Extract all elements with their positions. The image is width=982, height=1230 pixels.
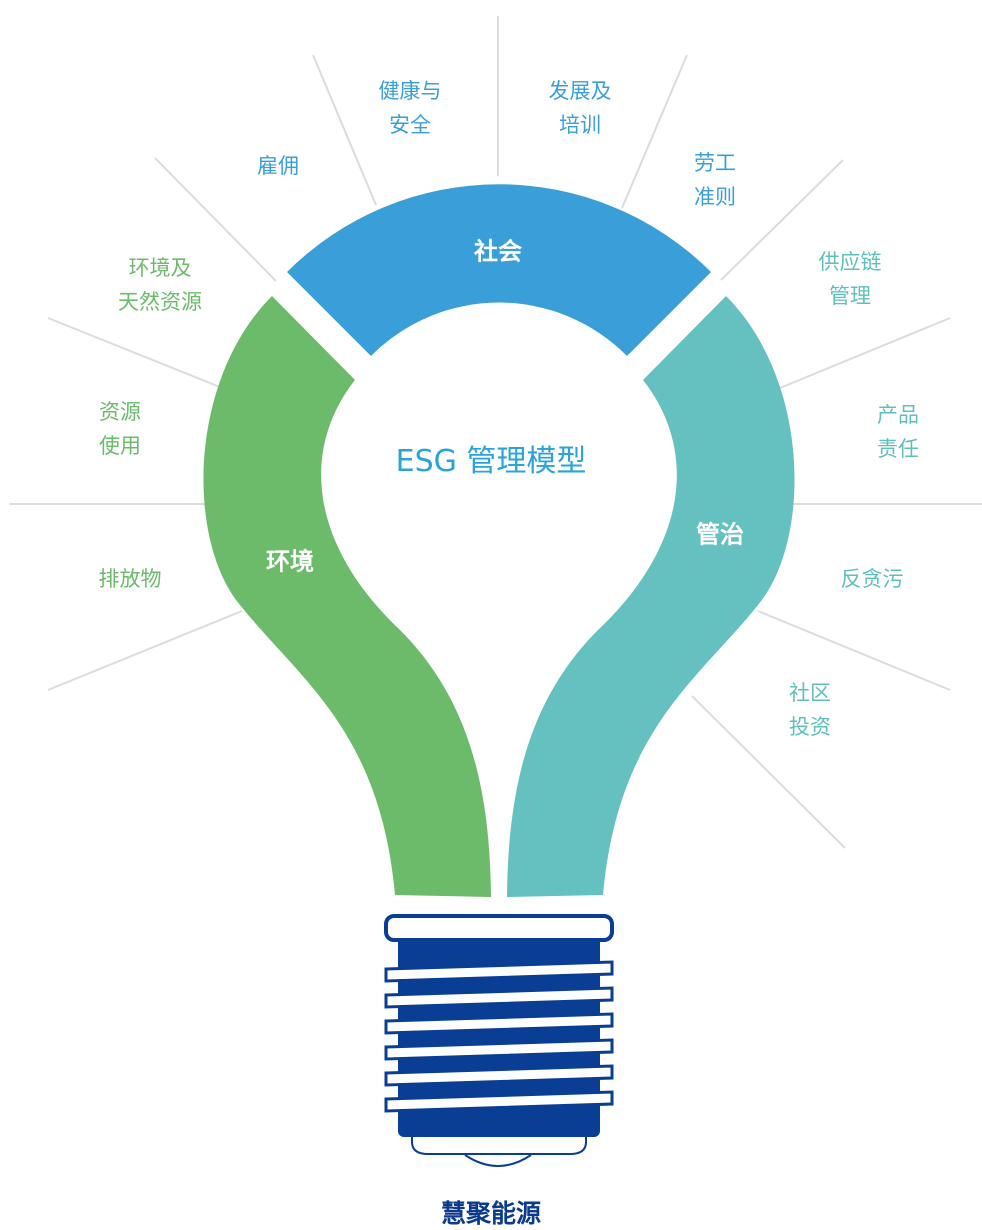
- item-line: 健康与: [378, 79, 442, 103]
- item-line: 管理: [829, 284, 871, 308]
- base-threads: [384, 960, 614, 1113]
- item-line: 培训: [559, 113, 601, 137]
- item-line: 天然资源: [118, 290, 202, 314]
- base-rim: [411, 1137, 587, 1155]
- social-item-employment: 雇佣: [238, 149, 318, 183]
- gov-item-product-responsibility: 产品 责任: [858, 398, 938, 466]
- divider-line: [312, 54, 377, 206]
- thread: [384, 1064, 614, 1087]
- social-item-labour-standards: 劳工 准则: [675, 146, 755, 214]
- item-line: 劳工: [694, 151, 736, 175]
- category-environment-label: 环境: [266, 547, 314, 576]
- item-line: 反贪污: [840, 567, 904, 591]
- social-item-health-safety: 健康与 安全: [360, 74, 460, 142]
- bulb-base: [384, 914, 614, 1167]
- environment-segment: [203, 296, 491, 897]
- gov-item-supply-chain: 供应链 管理: [800, 245, 900, 313]
- divider-line: [47, 317, 221, 388]
- item-line: 责任: [877, 437, 919, 461]
- item-line: 安全: [389, 113, 431, 137]
- divider-line: [47, 610, 243, 691]
- divider-line: [720, 159, 844, 281]
- item-line: 环境及: [128, 256, 192, 280]
- item-line: 供应链: [818, 250, 882, 274]
- divider-line: [621, 54, 688, 209]
- item-line: 使用: [99, 434, 141, 458]
- social-item-development-training: 发展及 培训: [530, 74, 630, 142]
- item-line: 发展及: [548, 79, 612, 103]
- env-item-emissions: 排放物: [80, 562, 180, 596]
- env-item-environment-natural-resources: 环境及 天然资源: [100, 251, 220, 319]
- social-segment: [287, 184, 711, 356]
- thread: [384, 1090, 614, 1113]
- base-tip: [464, 1154, 532, 1167]
- category-governance-label: 管治: [696, 520, 744, 549]
- gov-item-anti-corruption: 反贪污: [822, 562, 922, 596]
- governance-segment: [507, 296, 795, 897]
- divider-line: [757, 610, 951, 691]
- center-title: ESG 管理模型: [395, 444, 587, 479]
- thread: [384, 1012, 614, 1035]
- thread: [384, 1038, 614, 1061]
- footer-title: 慧聚能源: [440, 1199, 542, 1228]
- divider-lines: [10, 16, 982, 849]
- item-line: 雇佣: [257, 154, 299, 178]
- item-line: 社区: [789, 681, 831, 705]
- item-line: 资源: [99, 400, 141, 424]
- thread: [384, 960, 614, 983]
- base-collar: [384, 914, 614, 942]
- thread: [384, 986, 614, 1009]
- category-social-label: 社会: [474, 237, 522, 266]
- divider-line: [691, 695, 846, 849]
- env-item-resource-use: 资源 使用: [80, 395, 160, 463]
- divider-line: [154, 157, 277, 282]
- item-line: 产品: [877, 403, 919, 427]
- item-line: 投资: [789, 715, 831, 739]
- item-line: 准则: [694, 185, 736, 209]
- item-line: 排放物: [98, 567, 162, 591]
- gov-item-community-investment: 社区 投资: [770, 676, 850, 744]
- divider-line: [779, 317, 951, 389]
